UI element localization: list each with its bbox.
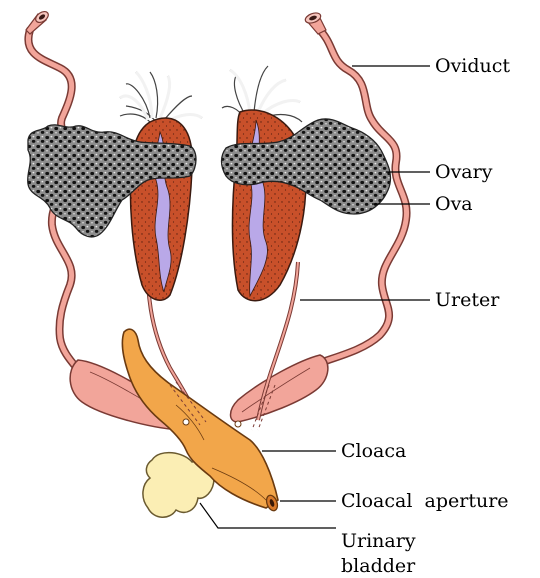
label-cloacal-aperture: Cloacal aperture bbox=[341, 490, 509, 512]
label-urinary-bladder-line2: bladder bbox=[341, 555, 416, 577]
right-oviduct bbox=[229, 12, 411, 423]
label-cloaca: Cloaca bbox=[341, 440, 407, 462]
label-urinary-bladder: Urinary bladder bbox=[341, 529, 451, 578]
label-ova: Ova bbox=[435, 193, 473, 215]
right-ovary bbox=[220, 118, 392, 215]
label-ovary: Ovary bbox=[435, 161, 493, 183]
urinary-bladder-leader bbox=[199, 502, 336, 529]
label-oviduct: Oviduct bbox=[435, 55, 511, 77]
right-ovisac bbox=[229, 354, 329, 423]
left-ovary bbox=[27, 124, 197, 238]
right-fat-body-fill bbox=[229, 68, 301, 116]
label-urinary-bladder-line1: Urinary bbox=[341, 530, 416, 552]
label-ureter: Ureter bbox=[435, 289, 500, 311]
leader-lines bbox=[199, 65, 430, 529]
cloaca bbox=[121, 328, 279, 512]
